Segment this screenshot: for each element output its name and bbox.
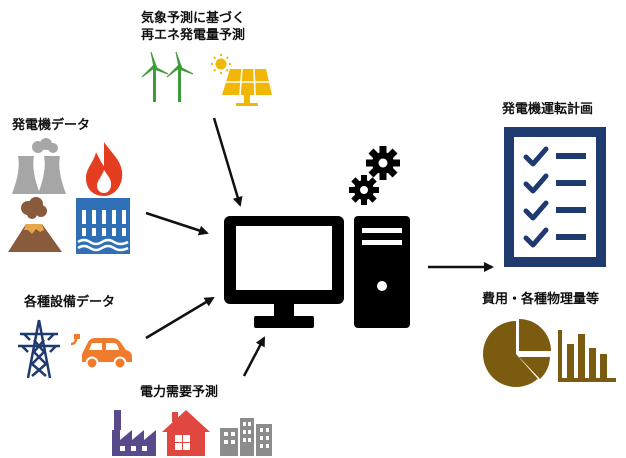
thermal-plant-icon (12, 138, 66, 194)
geothermal-volcano-icon (8, 197, 62, 252)
buildings-icon (220, 418, 272, 456)
arrow-equipment-to-computer (145, 296, 215, 340)
arrow-weather-to-computer (212, 117, 243, 207)
weather-forecast-label-line1: 気象予測に基づく (140, 11, 245, 26)
weather-forecast-label-line2: 再エネ発電量予測 (140, 28, 245, 43)
electric-car-icon (70, 334, 132, 370)
cost-metrics-label: 費用・各種物理量等 (482, 292, 600, 307)
generator-data-label: 発電機データ (12, 118, 91, 133)
operation-plan-label: 発電機運転計画 (502, 102, 594, 117)
demand-forecast-label: 電力需要予測 (140, 385, 219, 400)
hydro-dam-icon (76, 198, 130, 254)
gears-icon (349, 146, 400, 205)
solar-panel-icon (211, 54, 272, 106)
pie-chart-icon (483, 319, 551, 387)
house-icon (162, 410, 210, 456)
wind-turbine-icon (141, 52, 194, 102)
weather-forecast-label: 気象予測に基づく 再エネ発電量予測 (128, 10, 258, 44)
transmission-tower-icon (18, 319, 60, 379)
equipment-data-label: 各種設備データ (24, 295, 116, 310)
factory-icon (112, 410, 156, 456)
arrow-demand-to-computer (242, 336, 266, 377)
computer-icon (224, 216, 410, 328)
checklist-icon (504, 127, 606, 267)
bar-chart-icon (558, 330, 616, 382)
flame-icon (86, 142, 123, 196)
arrow-generator-to-computer (145, 211, 209, 236)
